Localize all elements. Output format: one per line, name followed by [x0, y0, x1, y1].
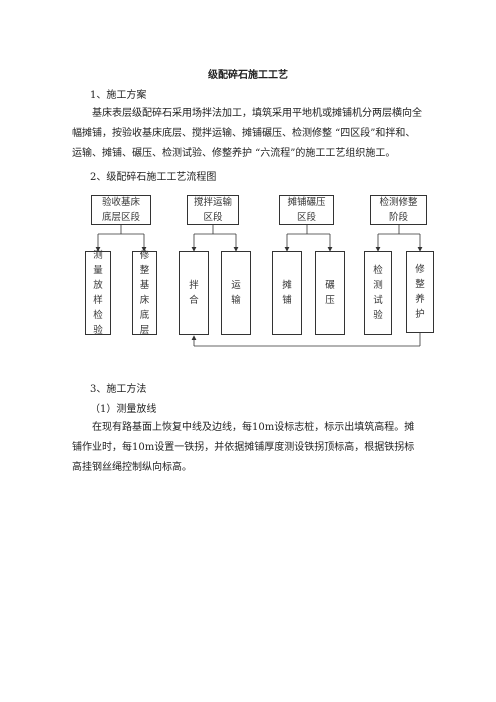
step-label: 测量放样检验 [93, 250, 103, 336]
section-3-paragraph: 在现有路基面上恢复中线及边线，每10m设标志桩，标示出填筑高程。摊铺作业时，每1… [72, 422, 415, 473]
section-2-heading: 2、级配碎石施工工艺流程图 [90, 172, 217, 183]
stage-box-mixing-transport: 搅拌运输区段 [187, 195, 239, 225]
step-box-trim-subgrade: 修整基床底层 [132, 250, 157, 336]
stage-box-paving-rolling: 摊铺碾压区段 [279, 195, 334, 225]
step-label: 修整基床底层 [139, 250, 150, 336]
step-box-transport: 运输 [221, 251, 251, 335]
step-box-mixing: 拌合 [179, 251, 209, 335]
step-label: 检测试验 [373, 265, 383, 321]
step-box-paving: 摊铺 [272, 251, 302, 335]
step-label: 运输 [231, 280, 241, 306]
step-box-maintenance: 修整养护 [406, 251, 434, 333]
step-box-testing: 检测试验 [364, 251, 392, 335]
step-label: 修整养护 [415, 264, 425, 320]
step-label: 拌合 [189, 280, 199, 306]
document-title: 级配碎石施工工艺 [208, 70, 288, 81]
section-3-subheading: （1）测量放线 [90, 404, 157, 415]
step-box-survey: 测量放样检验 [85, 250, 111, 336]
stage-box-acceptance: 验收基床底层区段 [91, 195, 151, 225]
stage-label: 检测修整阶段 [379, 197, 418, 223]
step-label: 碾压 [325, 280, 335, 306]
stage-label: 摊铺碾压区段 [287, 197, 326, 223]
section-1-paragraph: 基床表层级配碎石采用场拌法加工，填筑采用平地机或摊铺机分两层横向全幅摊铺，按验收… [72, 108, 422, 159]
stage-box-inspection: 检测修整阶段 [370, 195, 427, 225]
section-1-heading: 1、施工方案 [90, 90, 147, 101]
stage-label: 搅拌运输区段 [194, 197, 233, 223]
step-box-rolling: 碾压 [315, 251, 345, 335]
stage-label: 验收基床底层区段 [101, 197, 140, 223]
section-3-heading: 3、施工方法 [90, 384, 147, 395]
step-label: 摊铺 [282, 280, 292, 306]
